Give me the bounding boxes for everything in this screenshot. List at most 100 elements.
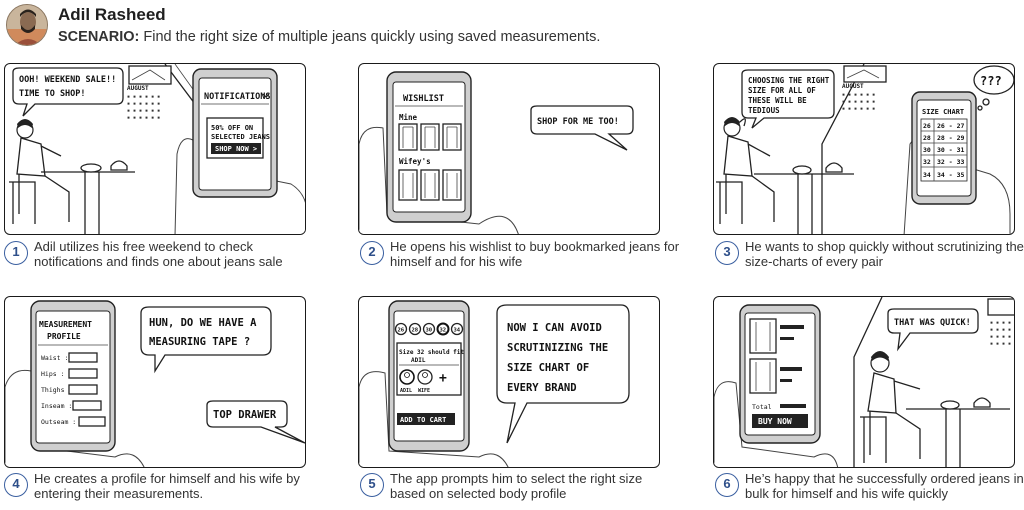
size-option-selected[interactable] xyxy=(436,322,450,336)
profile-adil-icon[interactable] xyxy=(399,369,415,385)
size-recommendation: Size 32 should fit xyxy=(399,349,464,356)
speech-bubble: NOW I CAN AVOID SCRUTINIZING THE SIZE CH… xyxy=(496,304,630,444)
bubble-text: THAT WAS QUICK! xyxy=(894,318,971,328)
chart-row-1-size: 26 xyxy=(923,122,931,130)
thought-text: ??? xyxy=(980,74,1002,88)
table-illustration xyxy=(41,160,135,234)
chart-row-5-size: 34 xyxy=(923,171,931,179)
svg-text:▪ ▪ ▪ ▪ ▪ ▪: ▪ ▪ ▪ ▪ ▪ ▪ xyxy=(127,108,160,114)
profile-title-line-1: MEASUREMENT xyxy=(39,320,92,329)
speech-bubble: SHOP FOR ME TOO! xyxy=(530,105,634,151)
svg-text:▪ ▪ ▪ ▪ ▪ ▪: ▪ ▪ ▪ ▪ ▪ ▪ xyxy=(127,101,160,107)
svg-text:▪ ▪ ▪ ▪: ▪ ▪ ▪ ▪ xyxy=(990,341,1011,347)
chart-row-2-size: 28 xyxy=(923,134,931,142)
chart-row-4-size: 32 xyxy=(923,158,931,166)
size-option[interactable] xyxy=(422,322,436,336)
total-amount xyxy=(780,404,806,408)
bubble-line-1: OOH! WEEKEND SALE!! xyxy=(19,75,116,85)
profile-wife-icon[interactable] xyxy=(417,369,433,385)
bubble-line-3: SIZE CHART OF xyxy=(507,362,589,374)
svg-text:▪ ▪ ▪ ▪: ▪ ▪ ▪ ▪ xyxy=(990,327,1011,333)
caption-text: He creates a profile for himself and his… xyxy=(34,471,300,501)
size-label: 26 xyxy=(398,328,405,334)
size-option[interactable] xyxy=(394,322,408,336)
speech-bubble: THAT WAS QUICK! xyxy=(887,308,979,352)
persona-name: Adil Rasheed xyxy=(58,5,166,24)
chart-row-3-range: 30 - 31 xyxy=(937,146,964,154)
caption-text: He opens his wishlist to buy bookmarked … xyxy=(390,239,680,269)
calendar-grid: AUGUST ▪ ▪ ▪ ▪ ▪ ▪ ▪ ▪ ▪ ▪ ▪ ▪ ▪ ▪ ▪ ▪ ▪… xyxy=(127,85,160,121)
size-label: 30 xyxy=(426,328,433,334)
svg-text:▪ ▪ ▪ ▪ ▪ ▪: ▪ ▪ ▪ ▪ ▪ ▪ xyxy=(127,115,160,121)
bubble-line-2: TIME TO SHOP! xyxy=(19,89,86,99)
thighs-input[interactable] xyxy=(68,384,98,395)
field-label-hips: Hips : xyxy=(41,370,64,378)
notification-line-2: SELECTED JEANS xyxy=(211,133,270,141)
svg-text:▪ ▪ ▪ ▪ ▪ ▪: ▪ ▪ ▪ ▪ ▪ ▪ xyxy=(842,99,875,105)
bubble-line-3: THESE WILL BE xyxy=(748,96,807,105)
phone-title: NOTIFICATIONS xyxy=(204,92,271,102)
speech-bubble: CHOOSING THE RIGHT SIZE FOR ALL OF THESE… xyxy=(741,69,835,129)
notification-line-1: 50% OFF ON xyxy=(211,124,253,132)
size-label: 34 xyxy=(454,328,461,334)
section-mine: Mine xyxy=(399,113,418,122)
section-wife: Wifey's xyxy=(399,157,431,166)
storyboard-panel-5: 26 28 30 32 34 Size 32 should fit ADIL A… xyxy=(358,296,660,468)
caption-3: 3 He wants to shop quickly without scrut… xyxy=(715,239,1024,275)
jeans-grid-wife xyxy=(398,169,462,201)
inseam-input[interactable] xyxy=(72,400,102,411)
caption-text: He wants to shop quickly without scrutin… xyxy=(745,239,1024,269)
bubble-line-2: MEASURING TAPE ? xyxy=(149,336,250,348)
table-illustration xyxy=(906,397,1010,467)
scenario-text: SCENARIO: Find the right size of multipl… xyxy=(58,29,600,45)
persona-header: Adil Rasheed SCENARIO: Find the right si… xyxy=(6,4,1016,48)
shop-now-button[interactable]: SHOP NOW > xyxy=(215,145,257,153)
storyboard-panel-3: AUGUST ▪ ▪ ▪ ▪ ▪ ▪ ▪ ▪ ▪ ▪ ▪ ▪ ▪ ▪ ▪ ▪ ▪… xyxy=(713,63,1015,235)
scenario-label: SCENARIO: xyxy=(58,29,140,45)
caption-text: The app prompts him to select the right … xyxy=(390,471,643,501)
add-profile-button[interactable]: + xyxy=(439,371,447,386)
bubble-line-1: CHOOSING THE RIGHT xyxy=(748,76,830,85)
field-label-waist: Waist : xyxy=(41,354,68,362)
chart-row-5-range: 34 - 35 xyxy=(937,171,964,179)
speech-bubble: OOH! WEEKEND SALE!! TIME TO SHOP! xyxy=(12,67,124,117)
jeans-grid-mine xyxy=(398,123,462,151)
storyboard-panel-1: AUGUST ▪ ▪ ▪ ▪ ▪ ▪ ▪ ▪ ▪ ▪ ▪ ▪ ▪ ▪ ▪ ▪ ▪… xyxy=(4,63,306,235)
man-illustration xyxy=(9,119,70,224)
waist-input[interactable] xyxy=(68,352,98,363)
bubble-line-1: HUN, DO WE HAVE A xyxy=(149,317,257,329)
chart-row-1-range: 26 - 27 xyxy=(937,122,964,130)
size-label: 28 xyxy=(412,328,419,334)
svg-text:▪ ▪ ▪ ▪ ▪ ▪: ▪ ▪ ▪ ▪ ▪ ▪ xyxy=(127,94,160,100)
bubble-line-2: SCRUTINIZING THE xyxy=(507,342,608,354)
outseam-input[interactable] xyxy=(78,416,106,427)
size-option[interactable] xyxy=(450,322,464,336)
calendar-grid: AUGUST ▪ ▪ ▪ ▪ ▪ ▪ ▪ ▪ ▪ ▪ ▪ ▪ ▪ ▪ ▪ ▪ ▪… xyxy=(842,83,875,112)
step-number: 1 xyxy=(4,241,28,265)
bubble-line-2: SIZE FOR ALL OF xyxy=(748,86,816,95)
caption-text: Adil utilizes his free weekend to check … xyxy=(34,239,283,269)
field-label-thighs: Thighs : xyxy=(41,386,72,394)
bubble-line-4: EVERY BRAND xyxy=(507,382,577,394)
buy-now-button[interactable] xyxy=(752,414,808,428)
size-chart-title: SIZE CHART xyxy=(922,108,964,116)
size-option[interactable] xyxy=(408,322,422,336)
svg-text:▪ ▪ ▪ ▪: ▪ ▪ ▪ ▪ xyxy=(990,320,1011,326)
add-to-cart-button[interactable] xyxy=(397,413,455,425)
step-number: 4 xyxy=(4,473,28,497)
buy-now-label: BUY NOW xyxy=(758,417,792,426)
step-number: 6 xyxy=(715,473,739,497)
caption-text: He’s happy that he successfully ordered … xyxy=(745,471,1024,501)
bubble-line-4: TEDIOUS xyxy=(748,106,780,115)
bubble-line-1: NOW I CAN AVOID xyxy=(507,322,602,334)
svg-text:▪ ▪ ▪ ▪ ▪ ▪: ▪ ▪ ▪ ▪ ▪ ▪ xyxy=(842,92,875,98)
caption-5: 5 The app prompts him to select the righ… xyxy=(360,471,670,507)
thought-bubble: ??? xyxy=(973,65,1014,111)
calendar-month: AUGUST xyxy=(127,85,149,92)
caption-1: 1 Adil utilizes his free weekend to chec… xyxy=(4,239,314,275)
calendar-month: AUGUST xyxy=(842,83,864,90)
svg-text:▪ ▪ ▪ ▪: ▪ ▪ ▪ ▪ xyxy=(990,334,1011,340)
caption-6: 6 He’s happy that he successfully ordere… xyxy=(715,471,1024,507)
bubble-text: TOP DRAWER xyxy=(213,409,277,421)
hips-input[interactable] xyxy=(68,368,98,379)
